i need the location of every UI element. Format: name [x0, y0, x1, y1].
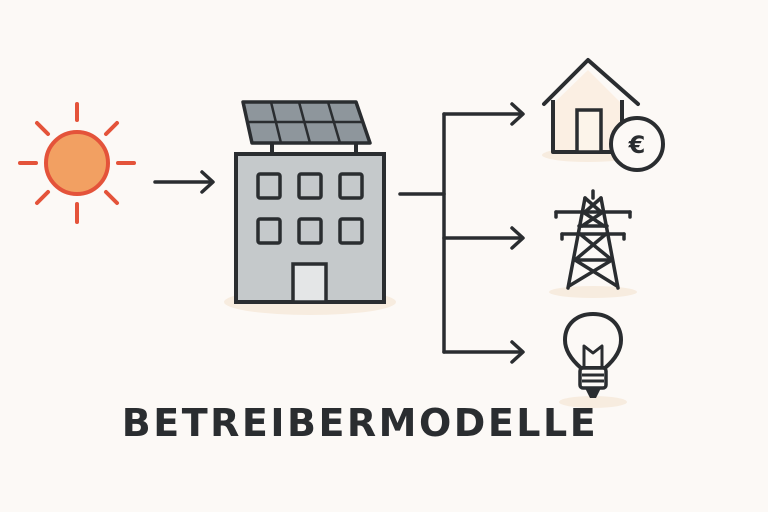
diagram-title: BETREIBERMODELLE: [121, 401, 599, 445]
building-with-solar-panels-icon: [224, 100, 396, 315]
light-bulb-icon: [559, 312, 627, 408]
branch-arrows: [398, 102, 525, 364]
house-icon: [542, 58, 640, 162]
arrow-to-bulb: [442, 340, 525, 364]
arrow-to-pylon: [442, 226, 525, 250]
euro-symbol: €: [628, 131, 646, 159]
solar-panel: [241, 100, 372, 154]
power-pylon-icon: [549, 189, 637, 298]
euro-coin-icon: €: [609, 116, 665, 172]
sun-icon: [18, 102, 136, 224]
arrow-to-house: [442, 102, 525, 126]
arrow-sun-to-building: [153, 170, 215, 194]
